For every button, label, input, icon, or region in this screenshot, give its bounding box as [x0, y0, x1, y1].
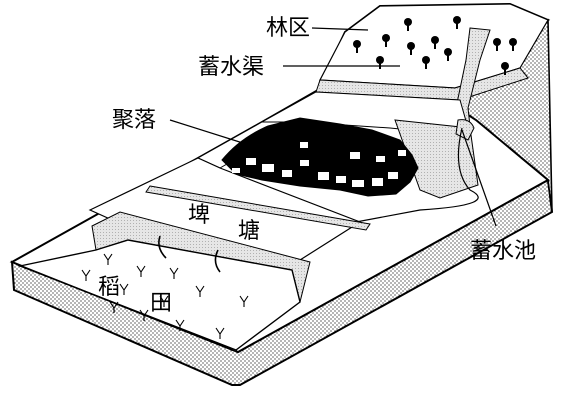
label-reservoir: 蓄水池	[470, 239, 536, 264]
tree	[353, 40, 361, 53]
settlement-village	[221, 117, 419, 197]
tree	[453, 16, 461, 29]
house	[282, 170, 292, 177]
label-pond-right: 塘	[238, 219, 260, 244]
house	[246, 158, 256, 165]
leader-settlement	[169, 119, 247, 145]
seedling	[119, 283, 129, 295]
forest-trees	[353, 16, 517, 75]
paddy-rim	[11, 261, 239, 353]
seedling	[159, 295, 169, 307]
label-canal: 蓄水渠	[198, 55, 264, 80]
seedling	[215, 327, 225, 339]
tree	[444, 48, 452, 61]
house	[388, 172, 398, 179]
pond-dyke-right	[214, 249, 221, 273]
house	[318, 172, 329, 180]
label-forest: 林区	[266, 16, 310, 41]
pond-embankment	[145, 185, 371, 231]
seedling	[195, 285, 205, 297]
tree	[431, 36, 439, 49]
house	[372, 178, 383, 186]
seedling	[139, 309, 149, 321]
tree	[382, 34, 390, 47]
seedling	[239, 295, 249, 307]
seedling	[169, 267, 179, 279]
house	[336, 176, 346, 183]
paddy-seedlings	[81, 253, 249, 339]
house	[376, 156, 385, 162]
tree	[493, 38, 501, 51]
seedling	[136, 265, 146, 277]
seedling	[109, 301, 119, 313]
seedling	[81, 269, 91, 281]
tree	[509, 38, 517, 51]
house	[398, 150, 406, 156]
house	[300, 160, 309, 166]
seedling	[175, 319, 185, 331]
leader-forest	[311, 27, 369, 31]
label-paddy-left: 稻	[98, 275, 120, 300]
seedling	[103, 253, 113, 265]
tree	[404, 18, 412, 31]
leader-reservoir	[461, 129, 497, 227]
house	[232, 168, 240, 173]
house	[352, 180, 364, 187]
tree	[407, 42, 415, 55]
pond-dyke-left	[158, 235, 167, 259]
tree	[501, 62, 509, 75]
reservoir-outflow	[339, 127, 479, 226]
house	[350, 152, 360, 159]
tree	[422, 56, 430, 69]
house	[262, 164, 274, 172]
house	[300, 142, 308, 148]
label-pond-left: 埤	[188, 203, 210, 228]
label-paddy-right: 田	[150, 291, 172, 316]
label-settlement: 聚落	[112, 108, 156, 133]
